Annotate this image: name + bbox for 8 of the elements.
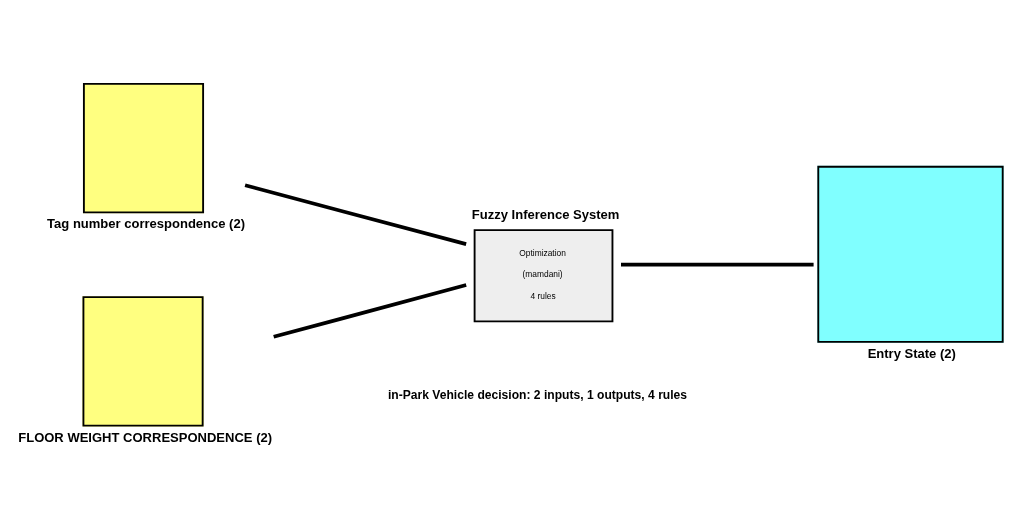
node-label: FLOOR WEIGHT CORRESPONDENCE (2) (18, 429, 273, 445)
connector (621, 262, 814, 266)
connector (244, 182, 467, 246)
connector (273, 282, 467, 339)
node-label: Entry State (2) (867, 345, 956, 361)
label: in-Park Vehicle decision: 2 inputs, 1 outputs, 4 rules (387, 387, 688, 402)
node-label: Fuzzy Inference System (471, 206, 620, 222)
node-label: Tag number correspondence (2) (47, 215, 246, 231)
